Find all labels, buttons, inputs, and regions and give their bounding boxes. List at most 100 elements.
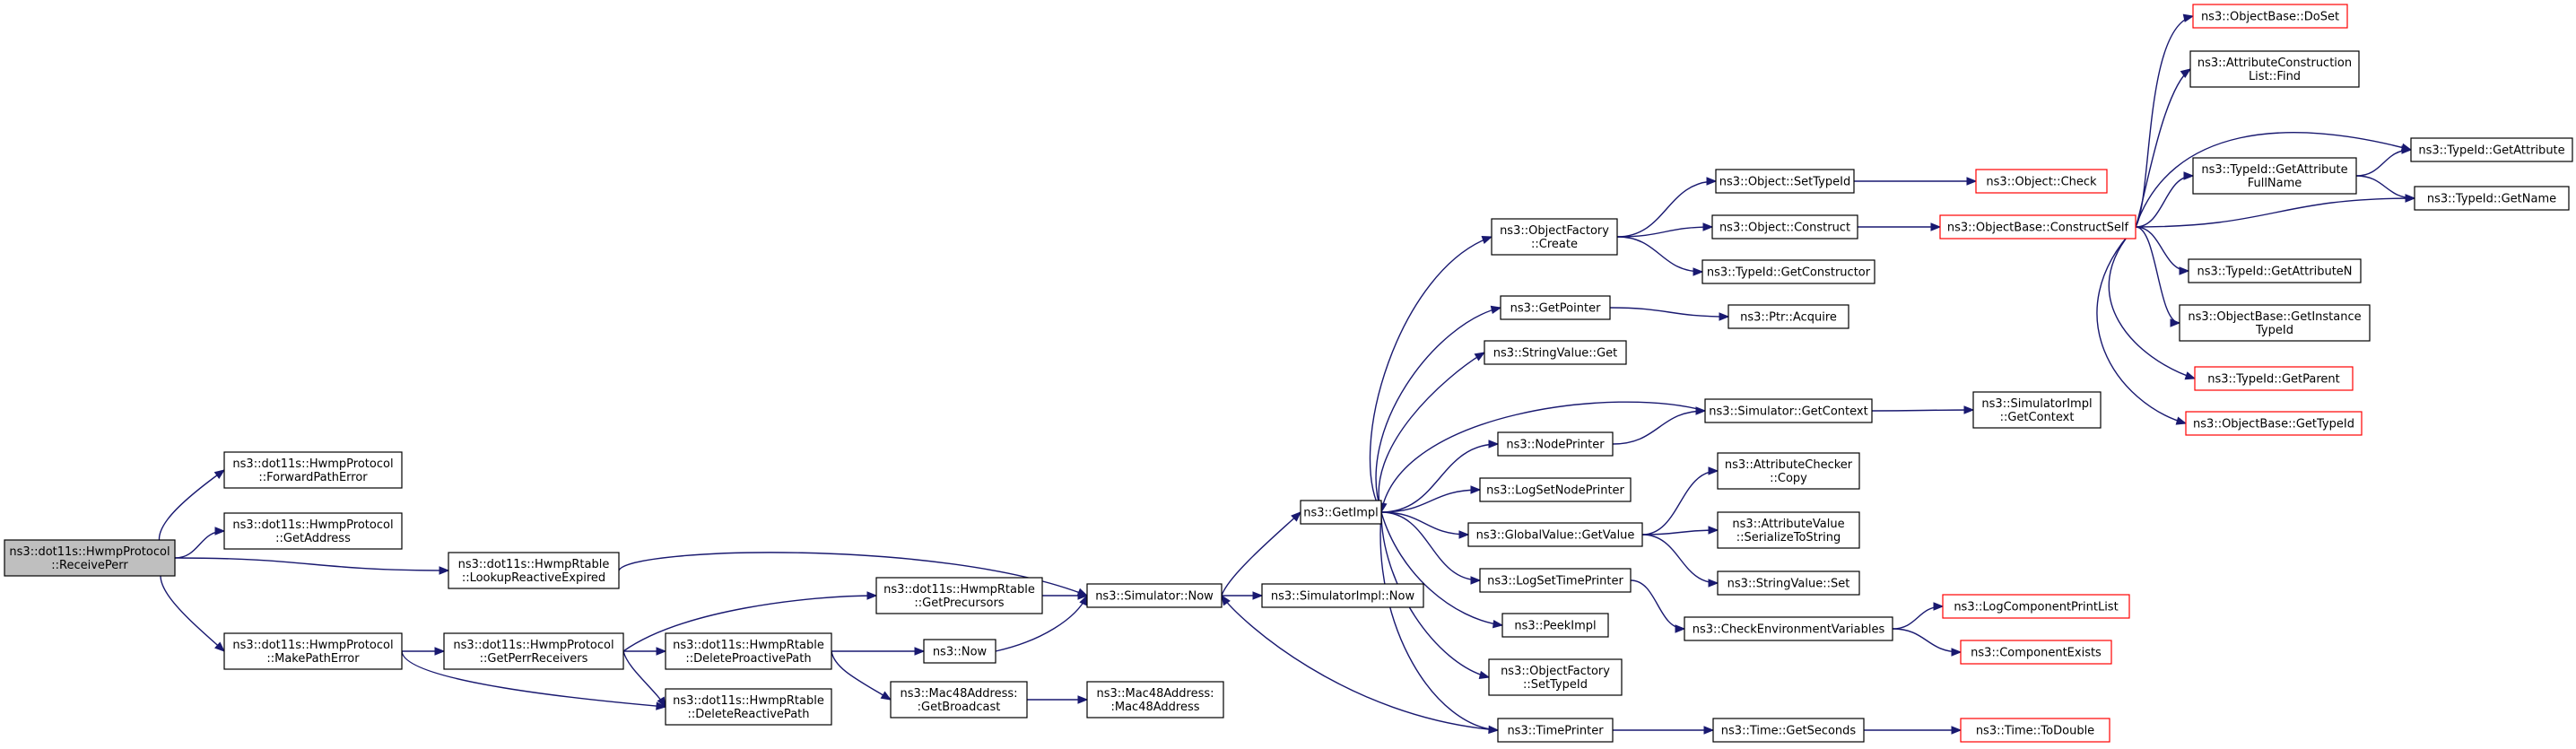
node-forward-path-error[interactable]: ns3::dot11s::HwmpProtocol::ForwardPathEr… [223, 451, 403, 489]
node-label: ns3::ComponentExists [1971, 647, 2102, 660]
call-edge-object_factory_create-to-type_id_get_constructor [1616, 236, 1704, 276]
node-label: ns3::Mac48Address: [900, 687, 1017, 701]
node-box [1939, 214, 2137, 240]
node-object-base-get-type-id[interactable]: ns3::ObjectBase::GetTypeId [2185, 411, 2363, 436]
call-edge-time_printer-to-time_get_seconds [1612, 726, 1715, 735]
node-get-pointer[interactable]: ns3::GetPointer [1500, 295, 1611, 320]
node-simulator-get-context[interactable]: ns3::Simulator::GetContext [1704, 398, 1873, 423]
node-time-get-seconds[interactable]: ns3::Time::GetSeconds [1712, 718, 1865, 743]
call-graph-nodes: ns3::dot11s::HwmpProtocol::ReceivePerrns… [4, 4, 2573, 743]
node-construct-self[interactable]: ns3::ObjectBase::ConstructSelf [1939, 214, 2137, 240]
call-edge-get_impl-to-string_value_get [1378, 352, 1486, 513]
node-object-construct[interactable]: ns3::Object::Construct [1711, 214, 1858, 240]
node-box [2410, 137, 2573, 162]
node-get-impl[interactable]: ns3::GetImpl [1300, 500, 1382, 525]
node-label: ::GetPrecursors [914, 597, 1004, 610]
node-box [1715, 169, 1855, 194]
node-label: FullName [2248, 177, 2302, 190]
node-label: ns3::TypeId::GetParent [2207, 373, 2340, 387]
node-delete-reactive-path[interactable]: ns3::dot11s::HwmpRtable::DeleteReactiveP… [665, 688, 832, 726]
call-edge-get_impl-to-get_pointer [1375, 305, 1502, 513]
node-simulator-now[interactable]: ns3::Simulator::Now [1086, 583, 1223, 608]
call-edge-receive_perr-to-lookup_reactive_expired [174, 557, 450, 575]
node-label: ns3::Mac48Address: [1096, 687, 1214, 701]
node-type-id-get-constructor[interactable]: ns3::TypeId::GetConstructor [1701, 259, 1875, 284]
node-attribute-value-serialize[interactable]: ns3::AttributeValue::SerializeToString [1717, 511, 1860, 549]
node-type-id-get-name[interactable]: ns3::TypeId::GetName [2414, 186, 2570, 211]
node-get-broadcast[interactable]: ns3::Mac48Address::GetBroadcast [890, 681, 1028, 719]
node-label: ns3::LogSetTimePrinter [1487, 575, 1623, 588]
node-type-id-get-parent[interactable]: ns3::TypeId::GetParent [2194, 366, 2354, 391]
node-lookup-reactive-expired[interactable]: ns3::dot11s::HwmpRtable::LookupReactiveE… [448, 552, 620, 589]
node-label: ::SerializeToString [1736, 531, 1841, 544]
call-edge-construct_self-to-object_base_get_type_id [2096, 226, 2188, 425]
node-simulator-impl-get-context[interactable]: ns3::SimulatorImpl::GetContext [1972, 391, 2102, 429]
node-log-set-time-printer[interactable]: ns3::LogSetTimePrinter [1479, 568, 1632, 593]
node-get-perr-receivers[interactable]: ns3::dot11s::HwmpProtocol::GetPerrReceiv… [443, 632, 624, 670]
node-delete-proactive-path[interactable]: ns3::dot11s::HwmpRtable::DeleteProactive… [665, 632, 832, 670]
node-object-factory-create[interactable]: ns3::ObjectFactory::Create [1491, 218, 1618, 256]
node-box [1261, 583, 1424, 608]
node-box [2179, 304, 2371, 342]
node-log-set-node-printer[interactable]: ns3::LogSetNodePrinter [1479, 477, 1632, 502]
call-edge-get_impl-to-peek_impl [1380, 511, 1504, 629]
node-get-precursors[interactable]: ns3::dot11s::HwmpRtable::GetPrecursors [875, 577, 1043, 614]
call-edge-make_path_error-to-delete_reactive_path [401, 650, 667, 710]
node-label: ns3::dot11s::HwmpRtable [458, 558, 610, 571]
node-time-printer[interactable]: ns3::TimePrinter [1497, 718, 1614, 743]
node-label: ns3::TypeId::GetName [2427, 193, 2556, 206]
node-type-id-get-attribute[interactable]: ns3::TypeId::GetAttribute [2410, 137, 2573, 162]
call-edge-time_get_seconds-to-time_to_double [1863, 726, 1962, 735]
node-now[interactable]: ns3::Now [923, 639, 996, 664]
node-receive-perr[interactable]: ns3::dot11s::HwmpProtocol::ReceivePerr [4, 539, 176, 577]
node-ptr-acquire[interactable]: ns3::Ptr::Acquire [1727, 304, 1849, 329]
node-box [1727, 304, 1849, 329]
call-edge-type_id_get_attribute_full_name-to-type_id_get_attribute [2355, 145, 2413, 177]
node-label: ns3::GetImpl [1303, 507, 1379, 520]
node-label: ns3::GetPointer [1510, 302, 1601, 316]
node-box [1975, 169, 2108, 194]
node-global-value-get-value[interactable]: ns3::GlobalValue::GetValue [1467, 522, 1643, 547]
node-label: ns3::AttributeValue [1732, 518, 1844, 531]
node-label: ns3::TypeId::GetAttribute [2201, 163, 2347, 177]
node-log-component-print-list[interactable]: ns3::LogComponentPrintList [1942, 594, 2130, 619]
node-box [223, 632, 403, 670]
node-peek-impl[interactable]: ns3::PeekImpl [1501, 613, 1609, 638]
call-edge-get_pointer-to-ptr_acquire [1609, 307, 1730, 321]
node-object-check[interactable]: ns3::Object::Check [1975, 169, 2108, 194]
node-object-factory-set-type-id[interactable]: ns3::ObjectFactory::SetTypeId [1488, 658, 1623, 696]
node-box [443, 632, 624, 670]
call-edges [158, 13, 2416, 735]
node-string-value-get[interactable]: ns3::StringValue::Get [1484, 340, 1627, 365]
node-box [1501, 613, 1609, 638]
node-label: ::SetTypeId [1523, 678, 1588, 692]
node-make-path-error[interactable]: ns3::dot11s::HwmpProtocol::MakePathError [223, 632, 403, 670]
node-component-exists[interactable]: ns3::ComponentExists [1960, 640, 2112, 665]
node-node-printer[interactable]: ns3::NodePrinter [1497, 431, 1614, 457]
node-label: ns3::ObjectBase::DoSet [2201, 11, 2339, 24]
call-edge-get_perr_receivers-to-delete_reactive_path [622, 650, 666, 709]
node-box [2188, 258, 2362, 283]
call-edge-get_broadcast-to-mac48_ctor [1027, 695, 1089, 704]
call-edge-log_set_time_printer-to-check_environment_variables [1630, 579, 1686, 633]
node-label: ns3::dot11s::HwmpProtocol [9, 545, 170, 559]
node-type-id-get-attribute-n[interactable]: ns3::TypeId::GetAttributeN [2188, 258, 2362, 283]
node-box [223, 451, 403, 489]
node-object-set-type-id[interactable]: ns3::Object::SetTypeId [1715, 169, 1855, 194]
node-label: ::DeleteReactivePath [688, 708, 810, 721]
node-time-to-double[interactable]: ns3::Time::ToDouble [1960, 718, 2110, 743]
node-simulator-impl-now[interactable]: ns3::SimulatorImpl::Now [1261, 583, 1424, 608]
node-check-environment-variables[interactable]: ns3::CheckEnvironmentVariables [1684, 616, 1893, 641]
node-label: ns3::dot11s::HwmpProtocol [232, 457, 393, 471]
node-string-value-set[interactable]: ns3::StringValue::Set [1717, 570, 1860, 596]
call-edge-simulator_now-to-simulator_impl_now [1222, 591, 1264, 600]
node-box [448, 552, 620, 589]
node-get-address[interactable]: ns3::dot11s::HwmpProtocol::GetAddress [223, 512, 403, 550]
node-object-base-do-set[interactable]: ns3::ObjectBase::DoSet [2192, 4, 2348, 29]
node-mac48-ctor[interactable]: ns3::Mac48Address::Mac48Address [1086, 681, 1224, 719]
call-edge-get_impl-to-object_factory_set_type_id [1380, 511, 1491, 680]
node-attribute-checker-copy[interactable]: ns3::AttributeChecker::Copy [1717, 452, 1860, 490]
